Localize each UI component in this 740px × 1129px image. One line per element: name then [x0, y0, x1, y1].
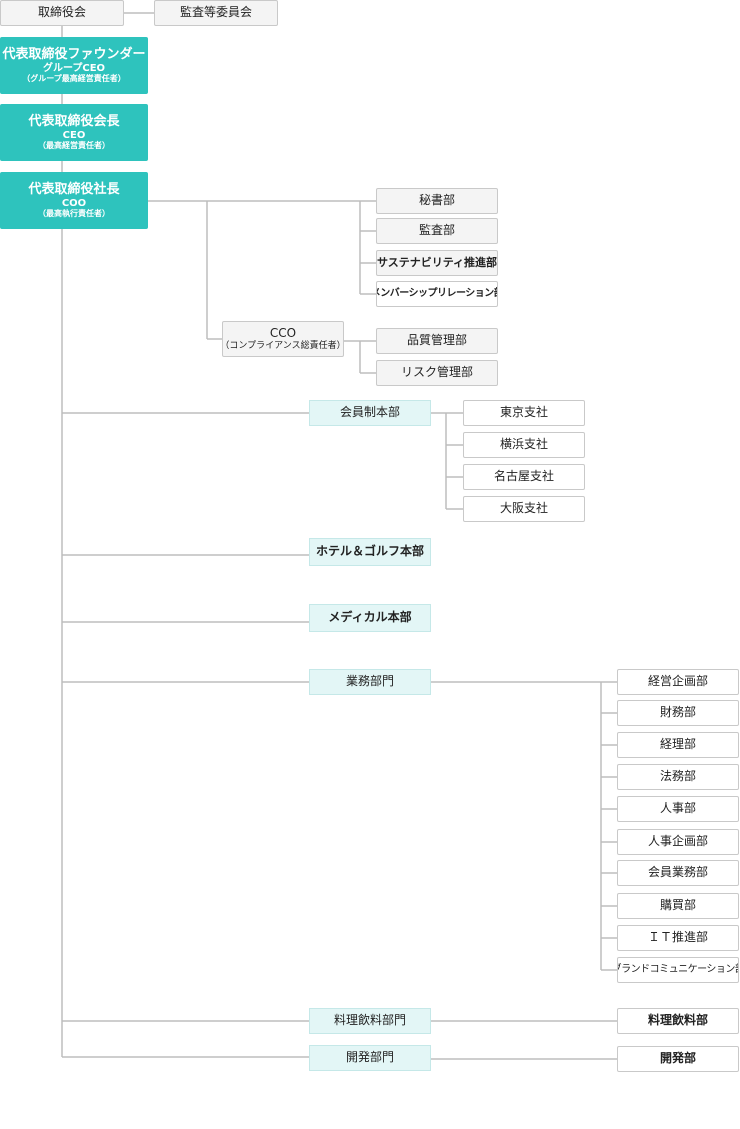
- division-label: 業務部門: [345, 674, 394, 689]
- executive-title: 代表取締役ファウンダー: [2, 46, 146, 62]
- dept-label: ＩＴ推進部: [647, 930, 708, 945]
- branch-label: 名古屋支社: [493, 469, 554, 484]
- dept-corporate-planning-box: 経営企画部: [617, 669, 739, 695]
- dept-label: 監査部: [418, 223, 455, 238]
- branch-yokohama-box: 横浜支社: [463, 432, 585, 458]
- dept-label: ブランドコミュニケーション部: [617, 964, 739, 976]
- branch-label: 横浜支社: [499, 437, 548, 452]
- cco-note: （コンプライアンス総責任者）: [222, 340, 344, 351]
- dept-label: メンバーシップリレーション部: [376, 288, 498, 300]
- audit-committee-box: 監査等委員会: [154, 0, 278, 26]
- dept-label: 料理飲料部: [647, 1013, 708, 1028]
- dept-quality-box: 品質管理部: [376, 328, 498, 354]
- dept-brand-communication-box: ブランドコミュニケーション部: [617, 957, 739, 983]
- dept-food-beverage-box: 料理飲料部: [617, 1008, 739, 1034]
- dept-accounting-box: 経理部: [617, 732, 739, 758]
- branch-label: 東京支社: [499, 405, 548, 420]
- audit-committee-label: 監査等委員会: [179, 5, 252, 20]
- dept-label: リスク管理部: [400, 365, 473, 380]
- executive-president-box: 代表取締役社長 COO （最高執行責任者）: [0, 172, 148, 229]
- dept-label: サステナビリティ推進部: [376, 255, 498, 269]
- executive-title: 代表取締役会長: [28, 113, 120, 129]
- dept-legal-box: 法務部: [617, 764, 739, 790]
- executive-role: グループCEO: [42, 62, 106, 74]
- dept-label: 経理部: [659, 737, 696, 752]
- division-label: 料理飲料部門: [333, 1013, 406, 1028]
- dept-membership-relations-box: メンバーシップリレーション部: [376, 281, 498, 307]
- executive-chairman-box: 代表取締役会長 CEO （最高経営責任者）: [0, 104, 148, 161]
- hotel-golf-hq-box: ホテル＆ゴルフ本部: [309, 538, 431, 566]
- branch-label: 大阪支社: [499, 501, 548, 516]
- board-box: 取締役会: [0, 0, 124, 26]
- dept-it-box: ＩＴ推進部: [617, 925, 739, 951]
- dept-audit-box: 監査部: [376, 218, 498, 244]
- dept-hr-box: 人事部: [617, 796, 739, 822]
- dept-label: 人事企画部: [647, 834, 708, 849]
- dept-secretary-box: 秘書部: [376, 188, 498, 214]
- dept-development-box: 開発部: [617, 1046, 739, 1072]
- hq-label: ホテル＆ゴルフ本部: [315, 544, 424, 559]
- development-division-box: 開発部門: [309, 1045, 431, 1071]
- dept-purchasing-box: 購買部: [617, 893, 739, 919]
- business-division-box: 業務部門: [309, 669, 431, 695]
- dept-label: 経営企画部: [647, 674, 708, 689]
- executive-title: 代表取締役社長: [28, 181, 120, 197]
- hq-label: 会員制本部: [339, 405, 400, 420]
- executive-role: CEO: [62, 129, 86, 141]
- dept-label: 品質管理部: [406, 333, 467, 348]
- membership-hq-box: 会員制本部: [309, 400, 431, 426]
- dept-finance-box: 財務部: [617, 700, 739, 726]
- executive-note: （グループ最高経営責任者）: [22, 74, 126, 84]
- dept-label: 開発部: [659, 1051, 696, 1066]
- executive-note: （最高執行責任者）: [38, 209, 110, 219]
- medical-hq-box: メディカル本部: [309, 604, 431, 632]
- dept-sustainability-box: サステナビリティ推進部: [376, 250, 498, 276]
- cco-title: CCO: [269, 325, 297, 340]
- dept-label: 法務部: [659, 769, 696, 784]
- executive-note: （最高経営責任者）: [38, 141, 110, 151]
- dept-risk-box: リスク管理部: [376, 360, 498, 386]
- dept-label: 会員業務部: [647, 865, 708, 880]
- branch-tokyo-box: 東京支社: [463, 400, 585, 426]
- hq-label: メディカル本部: [328, 610, 412, 625]
- executive-founder-box: 代表取締役ファウンダー グループCEO （グループ最高経営責任者）: [0, 37, 148, 94]
- dept-member-services-box: 会員業務部: [617, 860, 739, 886]
- cco-box: CCO （コンプライアンス総責任者）: [222, 321, 344, 357]
- dept-hr-planning-box: 人事企画部: [617, 829, 739, 855]
- branch-osaka-box: 大阪支社: [463, 496, 585, 522]
- board-label: 取締役会: [37, 5, 86, 20]
- dept-label: 人事部: [659, 801, 696, 816]
- branch-nagoya-box: 名古屋支社: [463, 464, 585, 490]
- dept-label: 秘書部: [418, 193, 455, 208]
- executive-role: COO: [61, 197, 87, 209]
- food-division-box: 料理飲料部門: [309, 1008, 431, 1034]
- dept-label: 購買部: [659, 898, 696, 913]
- dept-label: 財務部: [659, 705, 696, 720]
- division-label: 開発部門: [345, 1050, 394, 1065]
